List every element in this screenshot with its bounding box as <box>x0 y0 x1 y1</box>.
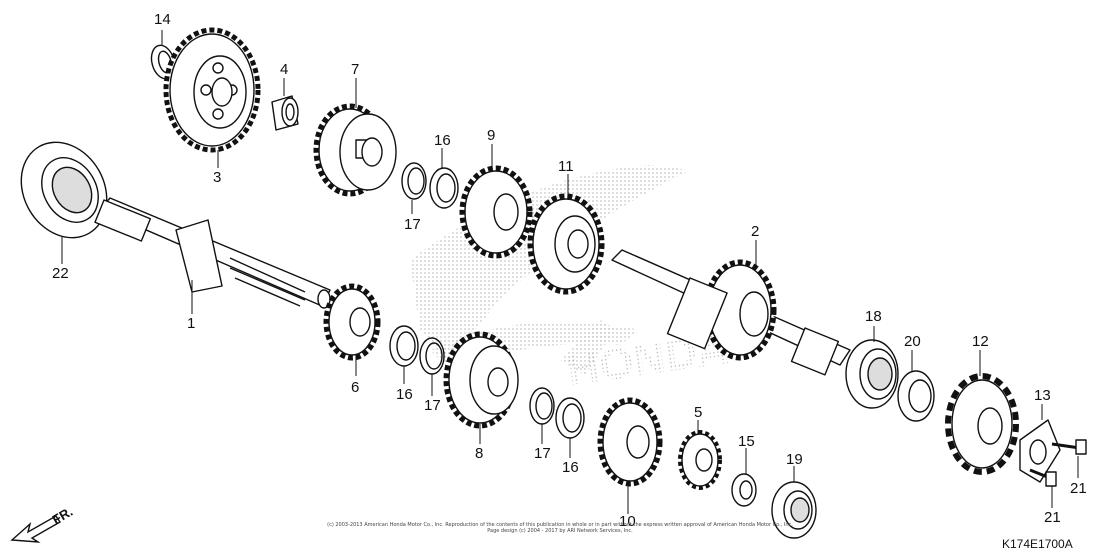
part-2-countershaft <box>611 249 851 376</box>
callout-17: 17 <box>534 445 551 462</box>
leader-lines <box>61 30 1079 514</box>
part-12-sprocket <box>945 373 1019 475</box>
callout-12: 12 <box>972 333 989 350</box>
part-1-main-shaft <box>94 197 331 309</box>
part-20-seal <box>897 370 935 422</box>
part-19-bearing <box>771 481 817 539</box>
callout-17: 17 <box>404 216 421 233</box>
callout-18: 18 <box>865 308 882 325</box>
diagram-code: K174E1700A <box>1002 537 1073 551</box>
callout-9: 9 <box>487 127 496 144</box>
part-17-circlip-a <box>401 162 427 200</box>
callout-21: 21 <box>1070 480 1087 497</box>
part-15-washer <box>731 473 757 507</box>
copyright-line-2: Page design (c) 2004 - 2017 by ARI Netwo… <box>487 528 633 534</box>
part-22-bearing <box>20 141 108 239</box>
callout-7: 7 <box>351 61 360 78</box>
callout-21: 21 <box>1044 509 1061 526</box>
callout-19: 19 <box>786 451 803 468</box>
part-21-bolt-b <box>1029 468 1057 487</box>
callout-16: 16 <box>562 459 579 476</box>
callout-16: 16 <box>434 132 451 149</box>
front-direction-arrow <box>10 515 61 543</box>
callout-20: 20 <box>904 333 921 350</box>
part-16-washer-a <box>429 167 459 209</box>
part-4-bushing <box>271 95 299 131</box>
part-10-gear <box>597 397 663 487</box>
callout-10: 10 <box>619 513 636 530</box>
copyright-line-1: (c) 2003-2013 American Honda Motor Co., … <box>327 522 793 528</box>
part-11-gear <box>527 193 605 295</box>
copyright-notice: (c) 2003-2013 American Honda Motor Co., … <box>300 522 820 534</box>
callout-11: 11 <box>558 158 574 175</box>
part-18-bearing <box>845 339 899 409</box>
callout-8: 8 <box>475 445 484 462</box>
part-7-gear <box>313 103 397 197</box>
part-6-gear <box>323 283 381 361</box>
part-16-washer-b <box>389 325 419 367</box>
callout-3: 3 <box>213 169 222 186</box>
callout-5: 5 <box>694 404 703 421</box>
callout-22: 22 <box>52 265 69 282</box>
part-13-plate <box>1019 419 1061 483</box>
callout-6: 6 <box>351 379 360 396</box>
callout-13: 13 <box>1034 387 1051 404</box>
part-5-gear <box>678 430 722 490</box>
callout-1: 1 <box>187 315 196 332</box>
callout-17: 17 <box>424 397 441 414</box>
callout-14: 14 <box>154 11 171 28</box>
callout-2: 2 <box>751 223 760 240</box>
part-8-gear <box>443 331 519 429</box>
part-16-washer-c <box>555 397 585 439</box>
callout-15: 15 <box>738 433 755 450</box>
callout-4: 4 <box>280 61 289 78</box>
part-3-gear <box>163 27 261 153</box>
part-9-gear <box>459 165 533 259</box>
part-17-circlip-c <box>529 387 555 425</box>
part-21-bolt-a <box>1051 439 1087 455</box>
callout-16: 16 <box>396 386 413 403</box>
